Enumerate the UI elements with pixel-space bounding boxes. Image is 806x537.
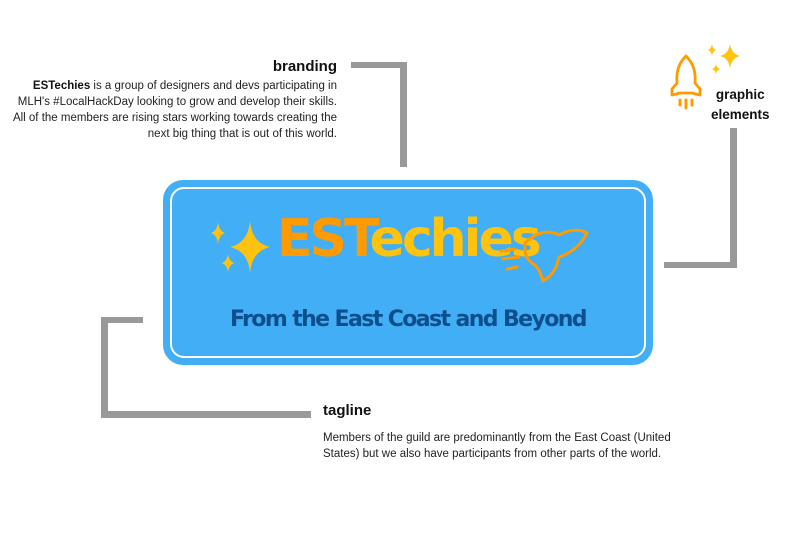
tagline-connector-top — [101, 317, 143, 323]
logo-card-inner-border — [170, 187, 646, 358]
graphic-elements-label: graphic elements — [711, 85, 770, 125]
logo-tagline: From the East Coast and Beyond — [230, 307, 588, 332]
tagline-connector-v — [101, 317, 108, 418]
branding-connector-v — [400, 62, 407, 167]
brand-name: ESTechies — [32, 80, 91, 92]
graphic-elements-label-line1: graphic — [715, 87, 765, 102]
graphic-elements-label-line2: elements — [711, 107, 770, 122]
sparkles-icon — [708, 44, 740, 74]
logo-card — [163, 180, 653, 365]
logo-rocket-icon — [499, 228, 589, 283]
logo-sparkles-icon — [211, 221, 270, 273]
tagline-connector-bottom — [101, 411, 311, 418]
branding-description-text: is a group of designers and devs partici… — [12, 80, 337, 140]
graphic-connector-h — [664, 262, 737, 268]
graphic-connector-v — [730, 128, 737, 268]
branding-heading: branding — [272, 58, 337, 75]
tagline-description: Members of the guild are predominantly f… — [323, 432, 671, 460]
logo-wordmark-est: EST — [277, 209, 373, 269]
tagline-heading: tagline — [323, 402, 372, 419]
branding-description: ESTechies is a group of designers and de… — [7, 78, 337, 142]
rocket-icon — [670, 54, 702, 110]
branding-connector-h — [351, 62, 407, 68]
